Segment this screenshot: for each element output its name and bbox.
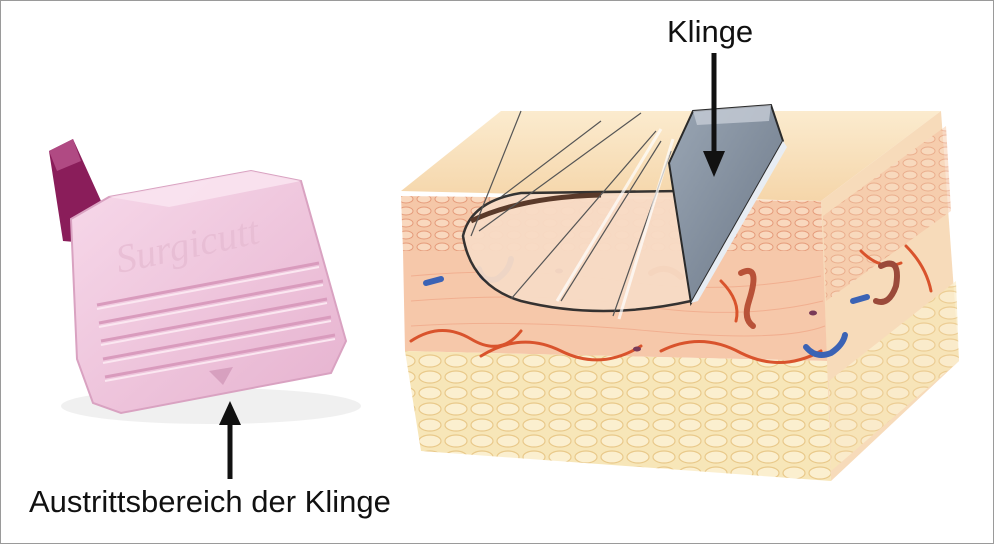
blade-exit-area-label: Austrittsbereich der Klinge	[29, 486, 391, 517]
blade-label: Klinge	[667, 16, 753, 47]
fat-layer	[405, 351, 831, 481]
lancet-device: Surgicutt	[49, 139, 361, 424]
